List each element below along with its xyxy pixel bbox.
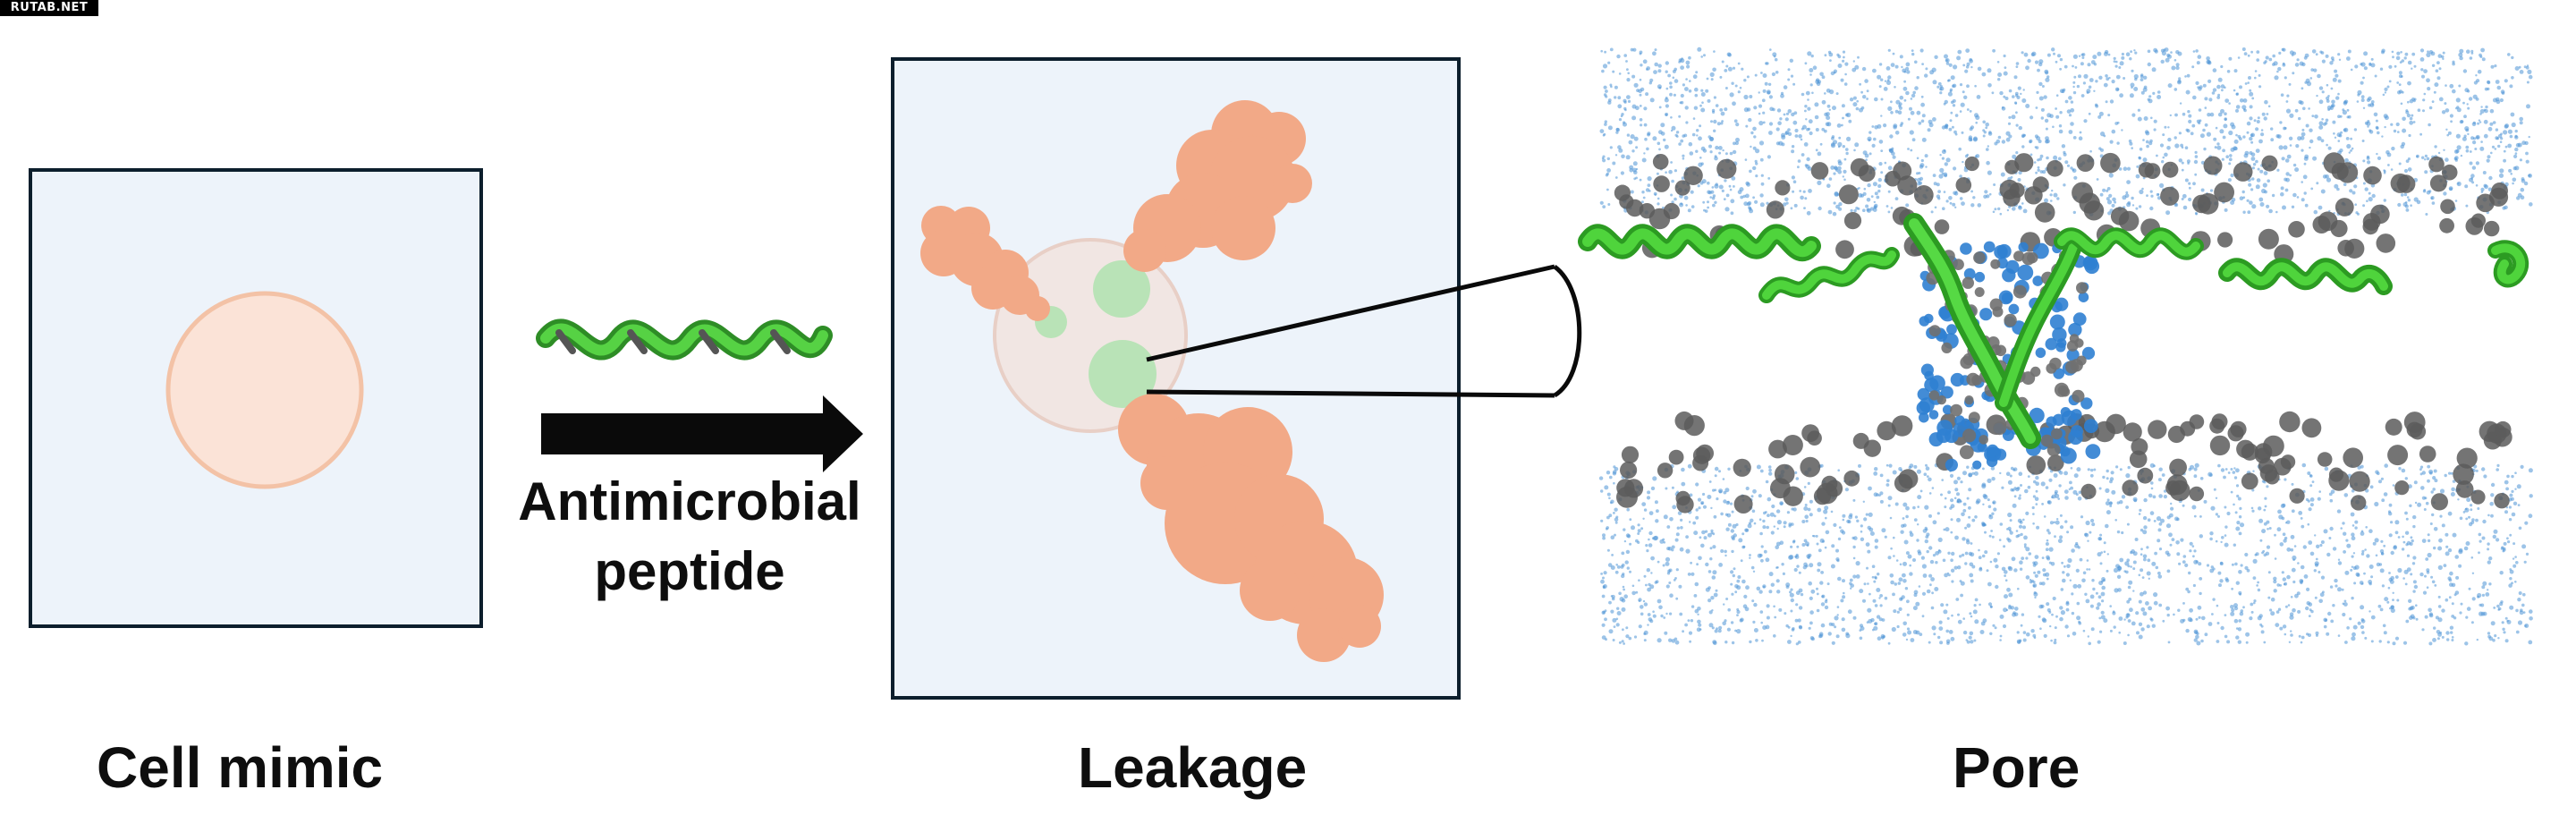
lipid-headgroups-bottom [1616, 411, 2512, 514]
leak-plume-top [1123, 100, 1312, 272]
right-arrow-icon [541, 395, 863, 472]
watermark: RUTAB.NET [0, 0, 98, 16]
caption-leakage: Leakage [1078, 735, 1308, 800]
water-layer-bottom [1598, 463, 2533, 646]
lipid-headgroups-top [1614, 152, 2509, 265]
peptide-helix-icon [536, 318, 833, 361]
cell-mimic-panel [29, 168, 483, 628]
caption-pore: Pore [1953, 735, 2080, 800]
peptide-helices [1578, 213, 2529, 449]
caption-cell-mimic: Cell mimic [97, 735, 384, 800]
leak-plume-bottom [1118, 394, 1384, 662]
water-layer-top [1599, 47, 2533, 216]
pore-simulation [1578, 47, 2533, 646]
leakage-panel [891, 57, 1461, 700]
intact-vesicle [165, 291, 364, 489]
leak-plume-left [920, 206, 1050, 321]
arrow-label-line2: peptide [594, 541, 785, 601]
arrow-label: Antimicrobial peptide [497, 467, 882, 607]
pore-spots [1035, 260, 1157, 408]
zoom-callout-icon [1146, 264, 1582, 398]
arrow-label-line1: Antimicrobial [518, 471, 861, 531]
